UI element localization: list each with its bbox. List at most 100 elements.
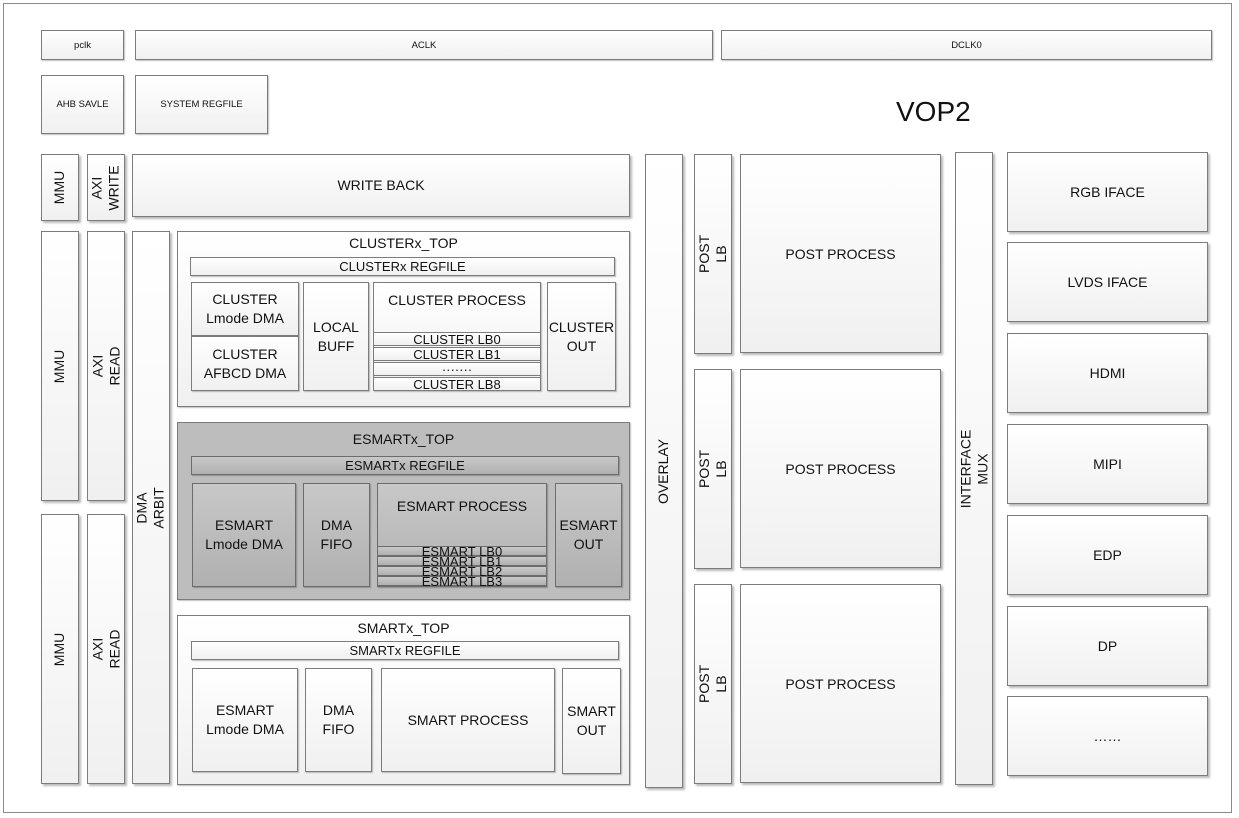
write-back-label: WRITE BACK: [337, 177, 425, 193]
esmart-lb2-label: ESMART LB2: [421, 563, 503, 579]
cluster-lb8-label: CLUSTER LB8: [413, 376, 501, 392]
esmart-regfile-block: ESMARTx REGFILE: [191, 456, 619, 475]
hdmi-label: HDMI: [1089, 364, 1126, 381]
cluster-lb0-label: CLUSTER LB0: [413, 331, 501, 347]
cluster-afbcd-dma-block: CLUSTER AFBCD DMA: [191, 336, 299, 391]
mmu-bot-label: MMU: [51, 632, 68, 666]
post-process-3-label: POST PROCESS: [785, 676, 896, 692]
overlay-block: OVERLAY: [645, 154, 683, 788]
esmart-dma-fifo-label: DMA FIFO: [320, 517, 353, 552]
lvds-iface-block: LVDS IFACE: [1007, 242, 1208, 322]
edp-block: EDP: [1007, 515, 1208, 595]
smart-process-label: SMART PROCESS: [407, 711, 529, 728]
esmart-lb2: ESMART LB2: [377, 563, 547, 579]
cluster-top-label: CLUSTERx_TOP: [349, 235, 458, 251]
esmart-lmode-dma-block: ESMART Lmode DMA: [192, 483, 296, 587]
cluster-afbcd-dma-label: CLUSTER AFBCD DMA: [203, 345, 287, 381]
axi-read-mid-block: AXI READ: [87, 231, 125, 501]
cluster-lb0: CLUSTER LB0: [373, 331, 541, 347]
smart-process-block: SMART PROCESS: [381, 668, 555, 772]
edp-label: EDP: [1093, 546, 1122, 563]
cluster-regfile-block: CLUSTERx REGFILE: [190, 257, 615, 276]
axi-read-bot-block: AXI READ: [87, 514, 125, 784]
axi-read-bot-label: AXI READ: [89, 629, 123, 669]
pclk-label: pclk: [74, 39, 91, 51]
mmu-mid-block: MMU: [41, 231, 79, 501]
dclk-block: DCLK0: [721, 30, 1212, 60]
diagram-title: VOP2: [896, 96, 971, 127]
smart-regfile-block: SMARTx REGFILE: [191, 641, 619, 660]
esmart-out-block: ESMART OUT: [555, 483, 622, 587]
smart-lmode-dma-label: ESMART Lmode DMA: [206, 702, 284, 737]
rgb-iface-block: RGB IFACE: [1007, 152, 1208, 232]
dma-arbit-label: DMA ARBIT: [134, 486, 167, 529]
smart-top-label: SMARTx_TOP: [357, 620, 450, 636]
dp-block: DP: [1007, 606, 1208, 686]
esmart-lb0-label: ESMART LB0: [421, 543, 503, 559]
cluster-lb-ellipsis-label: ·······: [441, 361, 473, 377]
esmart-top-label: ESMARTx_TOP: [352, 431, 455, 447]
post-lb-1-label: POST LB: [696, 234, 729, 273]
cluster-lmode-dma-block: CLUSTER Lmode DMA: [191, 282, 299, 336]
system-regfile-label: SYSTEM REGFILE: [160, 99, 243, 110]
cluster-out-block: CLUSTER OUT: [547, 282, 616, 391]
cluster-out-label: CLUSTER OUT: [548, 318, 615, 354]
axi-write-label: AXI WRITE: [89, 164, 123, 211]
cluster-lb1: CLUSTER LB1: [373, 346, 541, 362]
post-lb-2: POST LB: [694, 369, 732, 569]
system-regfile-block: SYSTEM REGFILE: [135, 75, 268, 134]
mmu-top-block: MMU: [41, 154, 79, 221]
aclk-block: ACLK: [135, 30, 713, 60]
esmart-lb3: ESMART LB3: [377, 573, 547, 589]
dma-arbit-block: DMA ARBIT: [132, 231, 170, 784]
smart-lmode-dma-block: ESMART Lmode DMA: [192, 668, 298, 772]
esmart-regfile-label: ESMARTx REGFILE: [345, 458, 465, 473]
ahb-slave-block: AHB SAVLE: [41, 75, 124, 134]
axi-write-block: AXI WRITE: [87, 154, 125, 221]
esmart-lb1: ESMART LB1: [377, 553, 547, 569]
smart-regfile-label: SMARTx REGFILE: [349, 643, 461, 658]
post-process-2: POST PROCESS: [740, 369, 941, 568]
smart-out-label: SMART OUT: [567, 703, 616, 738]
mipi-label: MIPI: [1093, 455, 1122, 472]
interface-mux-label: INTERFACE MUX: [957, 429, 991, 508]
smart-dma-fifo-block: DMA FIFO: [305, 668, 372, 772]
smart-out-block: SMART OUT: [562, 668, 621, 774]
esmart-lb3-label: ESMART LB3: [421, 573, 503, 589]
esmart-out-label: ESMART OUT: [559, 517, 618, 552]
cluster-process-label: CLUSTER PROCESS: [388, 292, 526, 308]
mipi-block: MIPI: [1007, 424, 1208, 504]
mmu-top-label: MMU: [51, 170, 68, 205]
interface-mux-block: INTERFACE MUX: [955, 152, 993, 785]
post-lb-1: POST LB: [694, 154, 732, 354]
axi-read-mid-label: AXI READ: [89, 346, 123, 386]
post-process-3: POST PROCESS: [740, 584, 941, 783]
esmart-lb0: ESMART LB0: [377, 543, 547, 559]
post-process-2-label: POST PROCESS: [785, 461, 896, 477]
mmu-mid-label: MMU: [51, 349, 68, 383]
ahb-slave-label: AHB SAVLE: [56, 99, 109, 110]
esmart-process-label: ESMART PROCESS: [396, 498, 528, 514]
rgb-iface-label: RGB IFACE: [1070, 183, 1145, 200]
dclk-label: DCLK0: [951, 39, 982, 51]
esmart-dma-fifo-block: DMA FIFO: [303, 483, 370, 587]
cluster-lmode-dma-label: CLUSTER Lmode DMA: [206, 291, 284, 326]
post-lb-3: POST LB: [694, 584, 732, 784]
pclk-block: pclk: [41, 30, 124, 60]
cluster-lb1-label: CLUSTER LB1: [413, 346, 501, 362]
cluster-lb8: CLUSTER LB8: [373, 376, 541, 392]
cluster-lb-ellipsis: ·······: [373, 361, 541, 377]
post-lb-2-label: POST LB: [696, 449, 729, 488]
post-process-1-label: POST PROCESS: [785, 246, 896, 262]
smart-dma-fifo-label: DMA FIFO: [322, 702, 355, 737]
more-interfaces-block: ……: [1007, 696, 1208, 776]
lvds-iface-label: LVDS IFACE: [1067, 273, 1148, 290]
more-interfaces-label: ……: [1093, 727, 1122, 744]
post-process-1: POST PROCESS: [740, 154, 941, 353]
post-lb-3-label: POST LB: [696, 664, 729, 703]
mmu-bot-block: MMU: [41, 514, 79, 784]
write-back-block: WRITE BACK: [132, 154, 630, 217]
hdmi-block: HDMI: [1007, 333, 1208, 413]
esmart-lb1-label: ESMART LB1: [421, 553, 503, 569]
dp-label: DP: [1097, 637, 1118, 654]
